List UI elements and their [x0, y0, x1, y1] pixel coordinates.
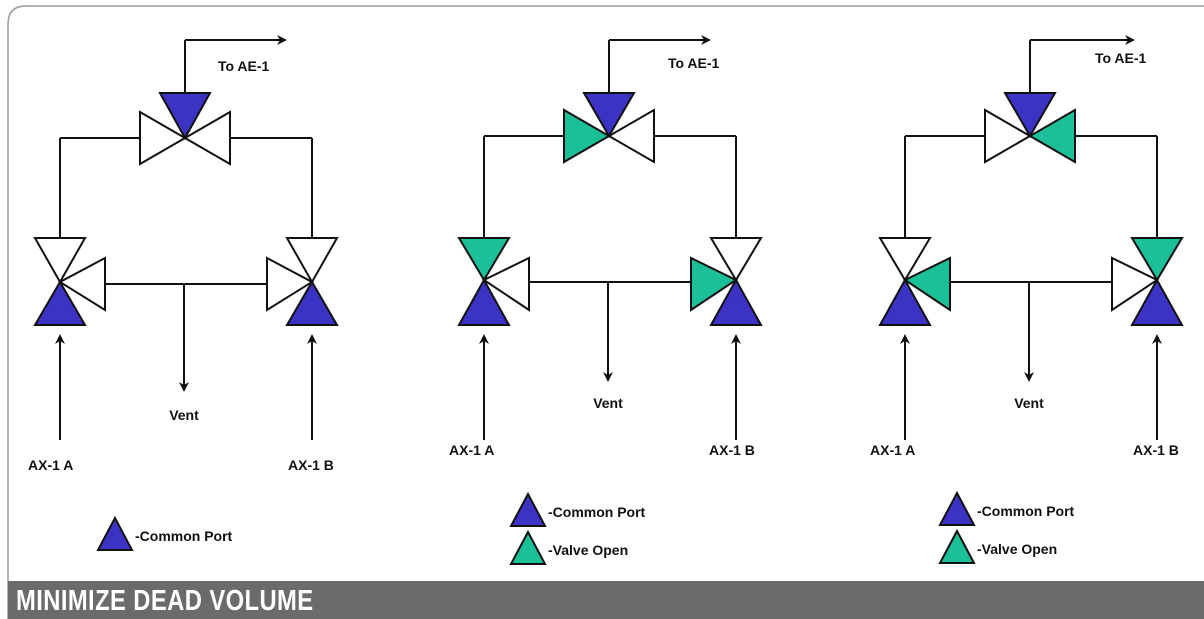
valve-right-port-left — [266, 256, 314, 312]
valve-top-port-common — [1003, 92, 1057, 138]
inlet-a-label: AX-1 A — [449, 442, 494, 458]
valve-right-port-top — [709, 237, 763, 282]
valve-right-port-left — [690, 256, 739, 312]
valve-left-port-top — [33, 237, 87, 285]
valve-top-port-right — [183, 110, 231, 166]
outlet-label: To AE-1 — [668, 55, 720, 71]
inlet-a-label: AX-1 A — [870, 442, 915, 458]
valve-right-port-top — [285, 237, 339, 285]
inlet-b-label: AX-1 B — [1133, 442, 1179, 458]
valve-top-port-left — [563, 108, 611, 164]
valve-left-port-common — [457, 277, 511, 326]
valve-left-port-top — [457, 237, 511, 282]
legend-swatch — [938, 528, 976, 564]
inlet-b-label: AX-1 B — [709, 442, 755, 458]
valve-left-port-common — [878, 277, 932, 326]
valve-right-port-common — [285, 280, 339, 326]
valve-right-port-left — [1111, 256, 1160, 312]
vent-label: Vent — [1014, 395, 1044, 411]
legend-label: -Common Port — [548, 504, 646, 520]
legend-item-common-port: -Common Port — [96, 515, 233, 551]
inlet-b-label: AX-1 B — [288, 457, 334, 473]
legend-swatch — [509, 529, 547, 565]
outlet-label: To AE-1 — [1095, 50, 1147, 66]
valve-top-port-left — [139, 110, 187, 166]
legend-item-valve-open: -Valve Open — [938, 528, 1057, 564]
valve-top-port-common — [158, 92, 212, 141]
vent-label: Vent — [593, 395, 623, 411]
legend-swatch — [938, 490, 976, 526]
valve-top-port-left — [984, 108, 1032, 164]
legend-item-common-port: -Common Port — [938, 490, 1075, 526]
valve-top-port-right — [1028, 108, 1076, 164]
legend-label: -Valve Open — [977, 541, 1057, 557]
legend-item-common-port: -Common Port — [509, 491, 646, 527]
valve-top-port-common — [582, 92, 636, 138]
valve-left-port-right — [58, 256, 106, 312]
outlet-label: To AE-1 — [218, 58, 270, 74]
legend-label: -Common Port — [977, 503, 1075, 519]
footer-title: MINIMIZE DEAD VOLUME — [16, 585, 314, 617]
legend-swatch — [96, 515, 134, 551]
legend-swatch — [509, 491, 547, 527]
valve-left-port-top — [878, 237, 932, 282]
valve-right-port-top — [1130, 237, 1184, 282]
inlet-a-label: AX-1 A — [28, 457, 73, 473]
vent-label: Vent — [169, 407, 199, 423]
legend-label: -Common Port — [135, 528, 233, 544]
valve-left-port-right — [902, 256, 951, 312]
legend-item-valve-open: -Valve Open — [509, 529, 628, 565]
valve-right-port-common — [709, 277, 763, 326]
valve-right-port-common — [1130, 277, 1184, 326]
valve-left-port-common — [33, 280, 87, 326]
legend-label: -Valve Open — [548, 542, 628, 558]
footer-bar: MINIMIZE DEAD VOLUME — [8, 581, 1204, 619]
valve-top-port-right — [607, 108, 655, 164]
valve-left-port-right — [481, 256, 530, 312]
